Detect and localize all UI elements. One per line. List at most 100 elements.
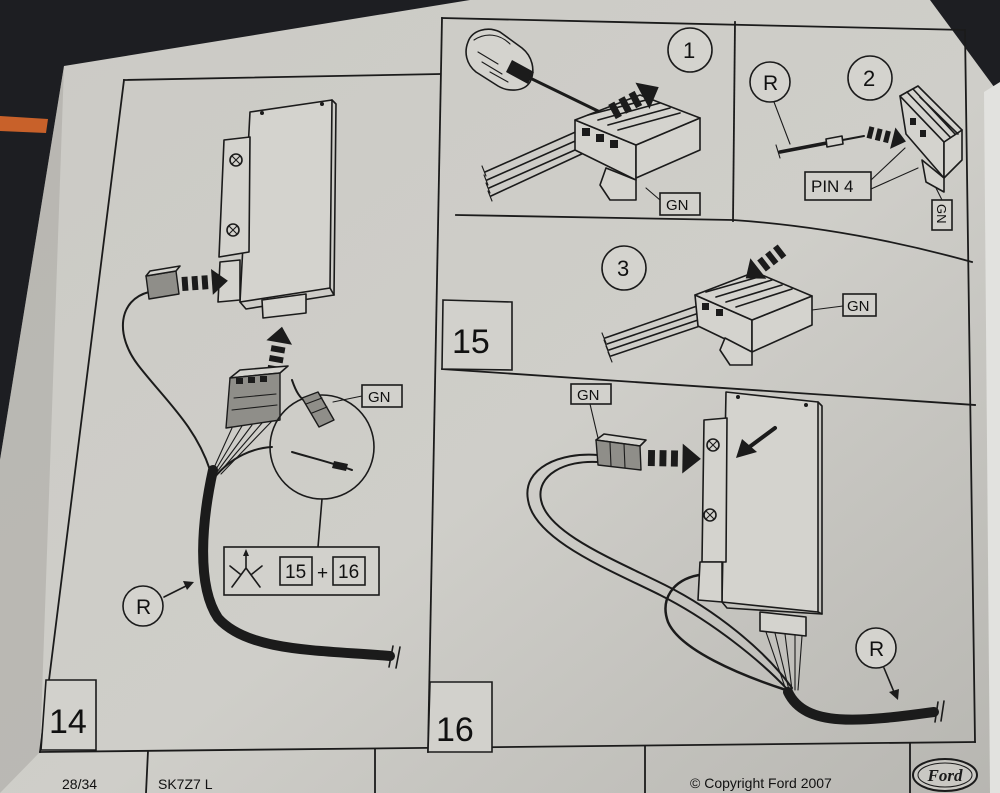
wire-cut-marks [481, 165, 493, 202]
leader-line [589, 403, 599, 439]
gn-label: GN [368, 389, 391, 406]
connector-housing [601, 271, 813, 366]
detail-magnifier: GN [269, 379, 403, 500]
module-hole [736, 395, 740, 399]
ford-logo-text: Ford [927, 766, 963, 785]
step-number-circle [601, 245, 647, 291]
wire-cut-marks [601, 332, 613, 363]
leader-line [935, 187, 943, 201]
arrow-dash [670, 450, 679, 467]
arrow-dash [618, 96, 633, 114]
module-hole [320, 102, 324, 106]
pin-label-box [804, 171, 872, 201]
r-callout-label: R [136, 596, 151, 619]
panel-number: 14 [49, 703, 87, 741]
connector-wire [490, 151, 587, 197]
crimp-sleeve [825, 135, 844, 148]
connector-pin [248, 377, 255, 383]
gn-label-box [842, 293, 877, 317]
module-mounting-bracket [218, 136, 251, 258]
small-connector-rib [623, 443, 626, 469]
arrow-head [745, 258, 767, 279]
insert-direction-arrow [745, 244, 787, 279]
gn-label-box [659, 192, 701, 216]
arrow-dash [181, 276, 189, 291]
connector-body [225, 372, 281, 429]
insert-direction-arrow [181, 268, 228, 295]
connector-wire [604, 304, 701, 339]
arrow-head [211, 268, 228, 295]
panel-16: 16 GN [427, 383, 945, 753]
gn-label: GN [577, 387, 600, 404]
screwdriver-shaft [528, 76, 602, 114]
wiring-harness-r [198, 465, 395, 661]
ford-logo-oval [912, 758, 978, 792]
panel-number-box [441, 299, 513, 371]
panel-15-16-divider [441, 368, 976, 406]
arrow-dash [270, 345, 286, 354]
r-callout-arrow-head [183, 581, 194, 590]
panel-14: 14 [40, 99, 403, 751]
arrow-head [635, 82, 659, 110]
pointer-arrow-head [736, 439, 757, 458]
orange-object [0, 116, 48, 133]
arrow-dash [268, 355, 284, 364]
harness-wire [216, 424, 253, 473]
connector-wire [610, 323, 707, 357]
dark-background-left [0, 0, 470, 460]
frame-bottom [39, 741, 976, 753]
insert-direction-arrow [647, 443, 701, 474]
gn-label: GN [666, 197, 689, 214]
panel-number: 16 [436, 711, 474, 749]
leader-line [332, 395, 363, 403]
arrow-head [266, 326, 293, 345]
housing-top-face [694, 271, 813, 321]
connector-pin [236, 378, 243, 384]
ref-step-a: 15 [285, 562, 306, 583]
arrow-dash [866, 126, 875, 140]
ford-logo: Ford [912, 758, 978, 792]
module-side-block [697, 561, 723, 603]
arrow-head [682, 443, 701, 474]
housing-hook [921, 159, 945, 193]
r-callout-arrow-line [163, 585, 187, 598]
harness-wire [212, 427, 233, 471]
control-module [697, 391, 823, 637]
arrow-dash [874, 128, 883, 142]
page-frame [38, 17, 976, 754]
ref-box-b [332, 556, 366, 586]
harness-wire [784, 633, 793, 691]
step-number: 1 [683, 38, 695, 63]
footer-page-number: 28/34 [62, 776, 97, 792]
ref-step-b: 16 [338, 562, 359, 583]
module-side-edge [817, 401, 823, 615]
connector-wire-outer [526, 453, 789, 691]
arrow-dash [628, 90, 643, 109]
harness-wire [774, 632, 790, 691]
module-hole [804, 403, 808, 407]
arrow-dash [201, 275, 209, 290]
leader-line [645, 187, 661, 201]
control-module [217, 99, 337, 319]
screwdriver-handle [506, 60, 534, 84]
step-2: 2 R PIN [749, 55, 963, 231]
page-edge-shadow [0, 66, 64, 793]
connector-rib [231, 404, 278, 411]
panel-number: 15 [452, 323, 490, 361]
arrow-dash [757, 256, 771, 272]
pointer-arrow-line [746, 426, 777, 450]
ref-plus: + [317, 563, 328, 584]
connector-wire [488, 145, 585, 189]
panel-15: 15 1 [441, 27, 963, 371]
step-1: 1 [465, 27, 713, 216]
r-callout-label: R [869, 638, 884, 661]
module-side-edge [331, 99, 337, 296]
step-reference-box: 15 + 16 [223, 546, 380, 596]
panel-number-box [40, 679, 97, 751]
branch-wire [213, 446, 273, 479]
insert-direction-arrow [866, 126, 906, 149]
screw-cross [228, 225, 238, 235]
footer-document-code: SK7Z7 L [158, 776, 213, 792]
